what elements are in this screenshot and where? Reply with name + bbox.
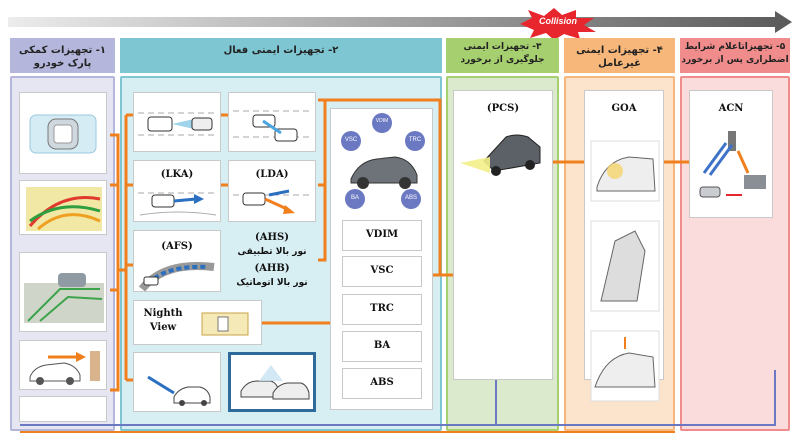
- afs-label: (AFS): [161, 241, 193, 252]
- pcs-car-illustration: [460, 134, 541, 176]
- night-view-card: Nighth View: [133, 300, 262, 345]
- blind-spot-card: [228, 352, 316, 412]
- goa-airbag-illustration: [590, 140, 660, 402]
- afs-card: (AFS): [133, 230, 221, 292]
- pcs-label: (PCS): [486, 103, 520, 114]
- ahb-persian-label: نور بالا اتوماتیک: [236, 278, 308, 288]
- parking-guide-card: [19, 180, 107, 235]
- ahs-label: (AHS): [255, 232, 289, 243]
- lane-illustration: [138, 112, 218, 136]
- parking-sensor-illustration: [29, 114, 97, 154]
- ba-badge: BA: [350, 195, 359, 201]
- lda-label: (LDA): [255, 169, 289, 180]
- header-parking: ۱- تجهیزات کمکی پارک خودرو: [10, 38, 115, 73]
- night-view-display-illustration: [201, 312, 249, 336]
- parking-sensor-card: [19, 92, 107, 174]
- abs-badge: ABS: [404, 195, 417, 201]
- collision-burst: [520, 8, 596, 40]
- acn-emergency-illustration: [699, 131, 766, 198]
- abs-box: ABS: [342, 368, 422, 399]
- lda-illustration: [233, 189, 313, 214]
- ba-box: BA: [342, 331, 422, 362]
- trc-box: TRC: [342, 294, 422, 325]
- trc-label: TRC: [370, 303, 394, 314]
- vdim-label: VDIM: [365, 229, 399, 240]
- lka-illustration: [138, 192, 218, 216]
- acn-card: ACN: [689, 90, 773, 218]
- vsc-box: VSC: [342, 256, 422, 287]
- lka-card: (LKA): [133, 160, 221, 222]
- header-postcrash: ۵- تجهیزاتاعلام شرایط اضطراری پس از برخو…: [680, 38, 790, 73]
- trc-badge: TRC: [408, 137, 422, 143]
- header-active-safety: ۲- تجهیزات ایمنی فعال: [120, 38, 442, 73]
- ba-label: BA: [373, 340, 391, 351]
- ahs-persian-label: نور بالا تطبیقی: [237, 247, 307, 257]
- vsc-badge: VSC: [344, 137, 358, 143]
- header-passive: ۴- تجهیزات ایمنی غیرعامل: [564, 38, 675, 73]
- goa-label: GOA: [611, 103, 637, 114]
- collision-label: Collision: [539, 16, 577, 26]
- vdim-badge: VDIM: [375, 118, 389, 124]
- lka-label: (LKA): [160, 169, 194, 180]
- parking-rear-camera-card: [19, 340, 107, 390]
- collision-warning-card: [133, 352, 221, 412]
- lane-illustration: [233, 110, 313, 142]
- abs-label: ABS: [370, 377, 394, 388]
- rear-camera-illustration: [29, 351, 100, 385]
- ahb-label: (AHB): [254, 263, 290, 274]
- lane-card-1: [133, 92, 221, 152]
- header-precrash: ۳- تجهیزات ایمنی جلوگیری از برخورد: [446, 38, 559, 73]
- afs-illustration: [138, 261, 215, 292]
- lda-card: (LDA): [228, 160, 316, 222]
- collision-warning-illustration: [147, 375, 211, 406]
- parking-assist-card: [19, 252, 107, 332]
- acn-label: ACN: [718, 103, 744, 114]
- night-view-label: Nighth View: [143, 308, 183, 333]
- goa-card: GOA: [584, 90, 664, 402]
- timeline-arrow: [8, 11, 792, 33]
- vehicle-dynamics-car-illustration: [341, 113, 425, 209]
- parking-assist-illustration: [24, 273, 104, 323]
- pcs-card: (PCS): [453, 90, 553, 380]
- blind-spot-illustration: [240, 365, 310, 400]
- vsc-label: VSC: [370, 265, 394, 276]
- lane-card-2: [228, 92, 316, 152]
- vdim-box: VDIM: [342, 220, 422, 251]
- parking-empty-card: [19, 396, 107, 422]
- parking-guide-illustration: [26, 187, 102, 231]
